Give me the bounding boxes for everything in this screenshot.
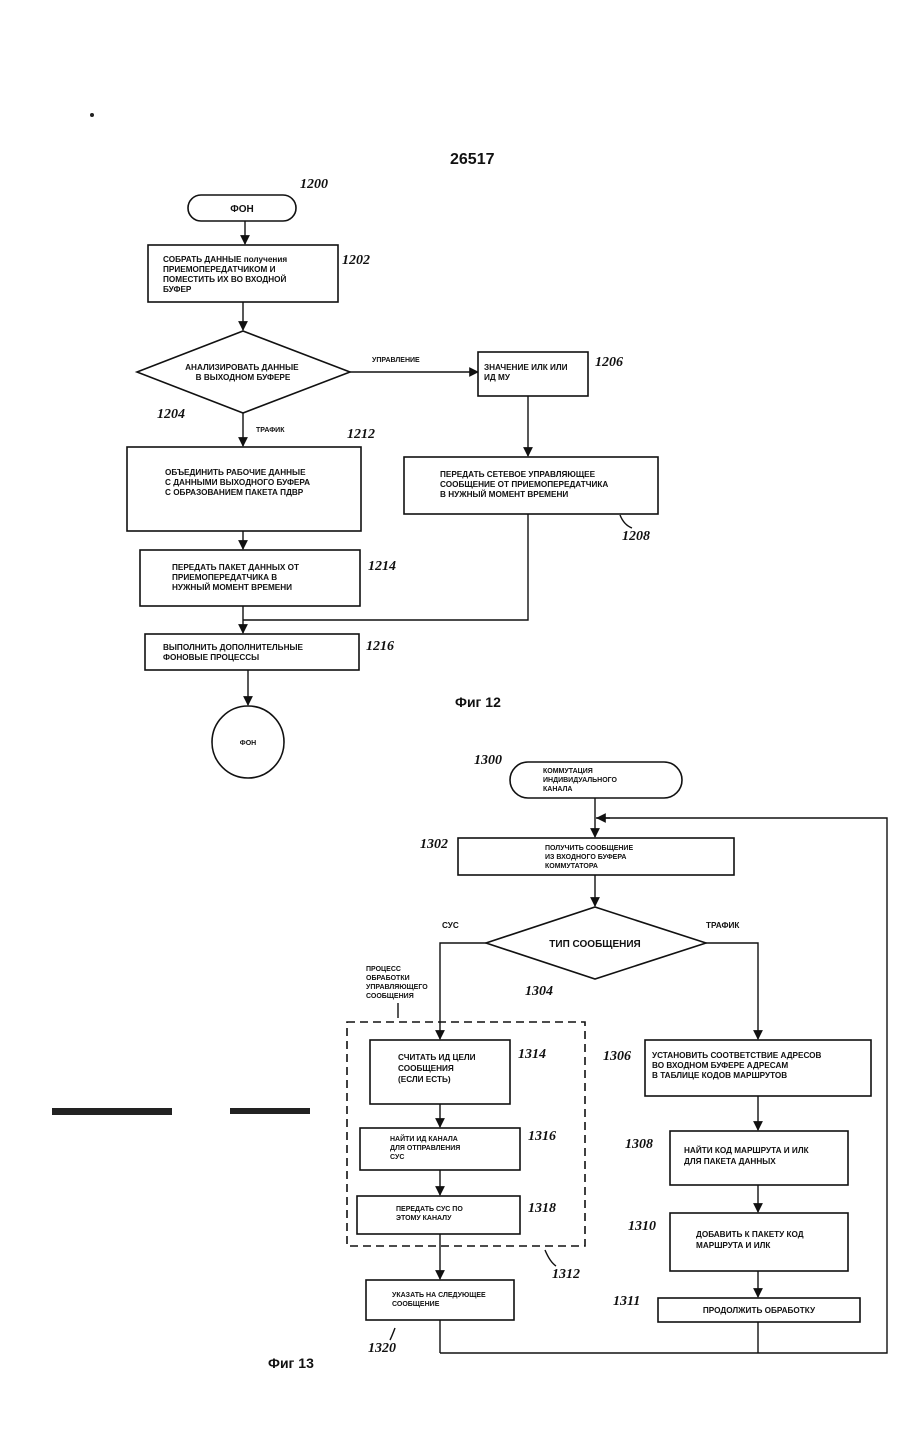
ref-1202: 1202 bbox=[342, 253, 370, 268]
ref-1304: 1304 bbox=[525, 984, 553, 999]
branch-sus-label: СУС bbox=[442, 921, 459, 930]
fig12-decision-1204 bbox=[137, 331, 350, 413]
decision-1304-text: ТИП СООБЩЕНИЯ bbox=[549, 939, 640, 950]
fig13-box-1320 bbox=[366, 1280, 514, 1320]
ref-1311: 1311 bbox=[613, 1294, 640, 1309]
box-1212-text: ОБЪЕДИНИТЬ РАБОЧИЕ ДАННЫЕ С ДАННЫМИ ВЫХО… bbox=[165, 468, 312, 497]
branch-traffic-label: ТРАФИК bbox=[256, 427, 285, 434]
ref-1314: 1314 bbox=[518, 1047, 546, 1062]
ref-1306: 1306 bbox=[603, 1049, 631, 1064]
fig12-caption: Фиг 12 bbox=[455, 694, 501, 710]
decision-1204-text: АНАЛИЗИРОВАТЬ ДАННЫЕ В ВЫХОДНОМ БУФЕРЕ bbox=[185, 363, 301, 382]
ref-1302: 1302 bbox=[420, 837, 448, 852]
box-1311-text: ПРОДОЛЖИТЬ ОБРАБОТКУ bbox=[703, 1306, 816, 1315]
group-1312-label: ПРОЦЕСС ОБРАБОТКИ УПРАВЛЯЮЩЕГО СООБЩЕНИЯ bbox=[366, 966, 430, 1000]
ref-1212: 1212 bbox=[347, 427, 375, 442]
figure-12: ФОН 1200 СОБРАТЬ ДАННЫЕ получения ПРИЕМО… bbox=[127, 177, 658, 778]
ref-1200: 1200 bbox=[300, 177, 328, 192]
ref-1206: 1206 bbox=[595, 355, 623, 370]
ref-1310: 1310 bbox=[628, 1219, 656, 1234]
ref-1316: 1316 bbox=[528, 1129, 556, 1144]
ref-1208: 1208 bbox=[622, 529, 650, 544]
ref-1300: 1300 bbox=[474, 753, 502, 768]
branch-control-label: УПРАВЛЕНИЕ bbox=[372, 357, 420, 364]
fig13-caption: Фиг 13 bbox=[268, 1355, 314, 1371]
ref-1318: 1318 bbox=[528, 1201, 556, 1216]
ref-1216: 1216 bbox=[366, 639, 394, 654]
ref-1214: 1214 bbox=[368, 559, 396, 574]
fig12-box-1216 bbox=[145, 634, 359, 670]
figure-13: КОММУТАЦИЯ ИНДИВИДУАЛЬНОГО КАНАЛА 1300 П… bbox=[268, 753, 887, 1371]
page-number: 26517 bbox=[450, 151, 495, 168]
ref-1204: 1204 bbox=[157, 407, 185, 422]
ref-1308: 1308 bbox=[625, 1137, 653, 1152]
fig12-end-label: ФОН bbox=[240, 740, 256, 747]
ref-1312: 1312 bbox=[552, 1267, 580, 1282]
ref-1320: 1320 bbox=[368, 1341, 396, 1356]
fig12-start-label: ФОН bbox=[230, 204, 254, 215]
branch-traffic-label-13: ТРАФИК bbox=[706, 921, 740, 930]
